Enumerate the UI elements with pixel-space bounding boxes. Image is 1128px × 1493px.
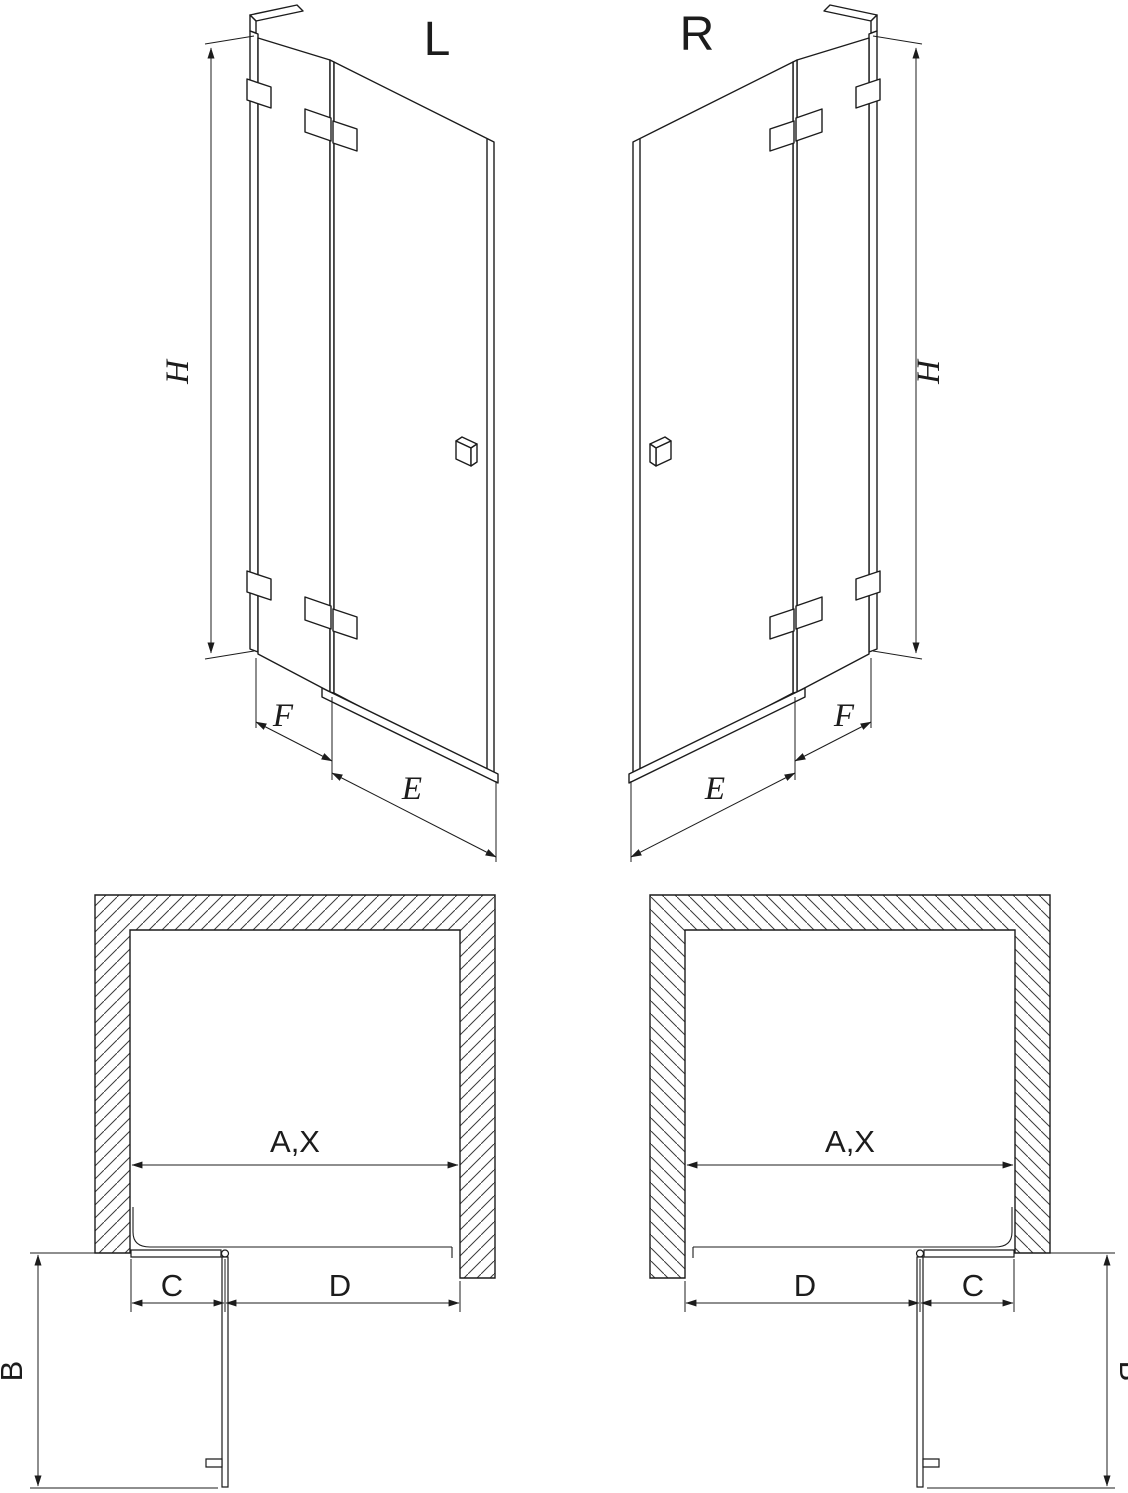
right-plan-depth-dim-label: B [1113,1361,1128,1382]
left-plan-width-dim-label: A,X [270,1124,320,1159]
left-fixed-width-dim-label: F [272,698,294,734]
left-version-label: L [424,13,451,66]
left-plan-depth-dim-label: B [0,1361,29,1382]
right-version-label: R [680,8,715,61]
left-plan-fixed-dim-label: C [161,1268,183,1303]
right-height-dim-label: H [911,358,947,385]
right-plan-fixed-dim-label: C [962,1268,984,1303]
left-door-width-dim-label: E [401,771,422,807]
right-fixed-width-dim-label: F [833,698,855,734]
right-plan-width-dim-label: A,X [825,1124,875,1159]
left-height-dim-label: H [160,358,196,385]
right-door-width-dim-label: E [704,771,725,807]
left-plan-door-dim-label: D [329,1268,351,1303]
right-plan-door-dim-label: D [794,1268,816,1303]
